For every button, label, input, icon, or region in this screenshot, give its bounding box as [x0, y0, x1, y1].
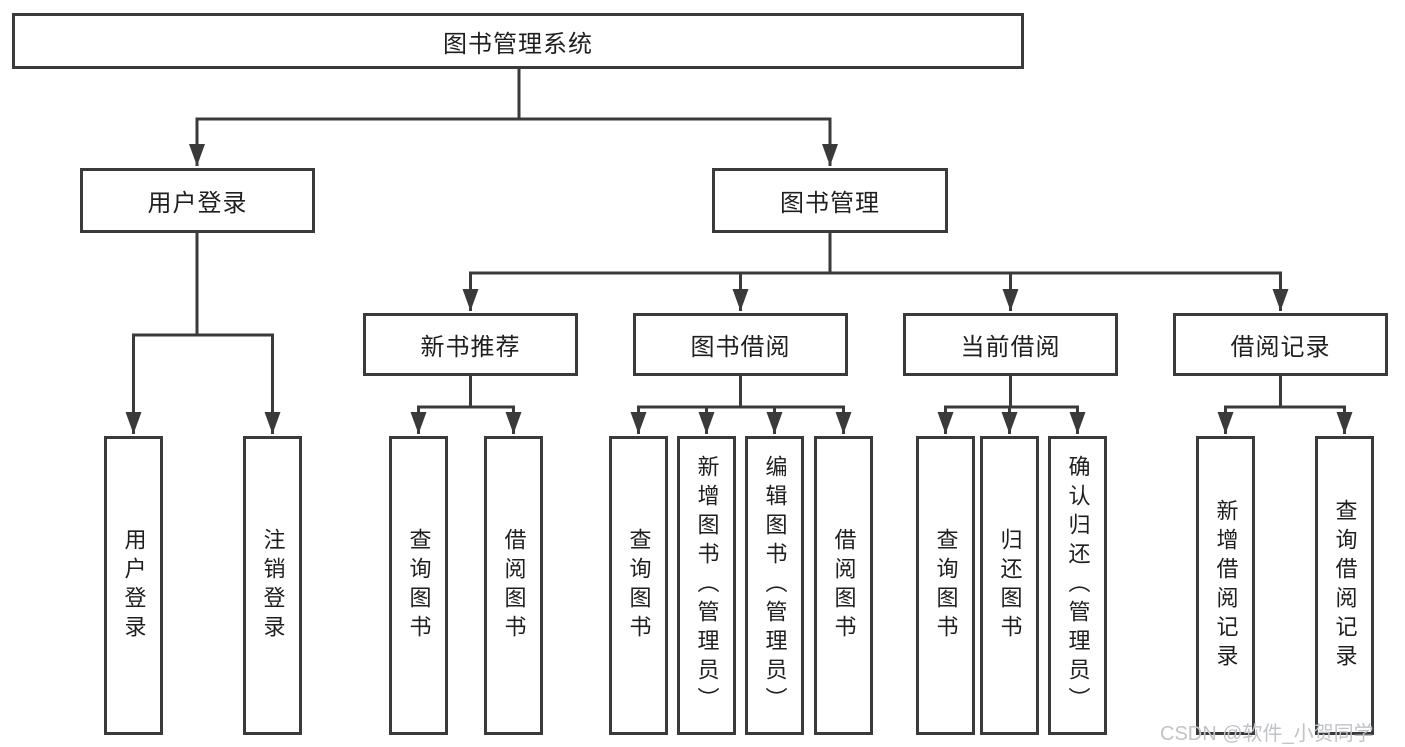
connector-root-to-level2 — [189, 68, 838, 166]
node-user-login-label: 用户登录 — [147, 190, 248, 217]
watermark: CSDN @软件_小贺同学 — [1160, 723, 1374, 745]
node-root-system: 图书管理系统 — [12, 13, 1024, 69]
leaf-current-query: 查询图书 — [916, 436, 975, 735]
node-new-book-recommend-label: 新书推荐 — [420, 334, 521, 361]
leaf-records-query-label: 查询借阅记录 — [1332, 498, 1358, 673]
leaf-newbooks-borrow-label: 借阅图书 — [501, 527, 527, 644]
leaf-records-query: 查询借阅记录 — [1315, 436, 1374, 735]
node-root-system-label: 图书管理系统 — [443, 30, 593, 58]
leaf-borrow-query: 查询图书 — [609, 436, 668, 735]
leaf-borrow-add-admin-label: 新增图书（管理员） — [694, 455, 720, 716]
leaf-user-login-label: 用户登录 — [121, 527, 147, 644]
node-user-login: 用户登录 — [80, 168, 315, 233]
leaf-borrow-add-admin: 新增图书（管理员） — [677, 436, 736, 735]
leaf-logout-label: 注销登录 — [260, 527, 286, 644]
leaf-current-return: 归还图书 — [980, 436, 1039, 735]
leaf-borrow-query-label: 查询图书 — [626, 527, 652, 644]
leaf-current-query-label: 查询图书 — [933, 527, 959, 644]
connector-current-borrow-to-leaves — [937, 376, 1086, 434]
node-borrow-records-label: 借阅记录 — [1230, 334, 1331, 361]
leaf-logout: 注销登录 — [243, 436, 302, 735]
node-book-management: 图书管理 — [712, 168, 948, 233]
leaf-records-add: 新增借阅记录 — [1196, 436, 1255, 735]
connector-book-borrow-to-leaves — [630, 376, 852, 434]
node-borrow-records: 借阅记录 — [1173, 313, 1388, 376]
leaf-current-confirm-admin: 确认归还（管理员） — [1048, 436, 1107, 735]
node-new-book-recommend: 新书推荐 — [363, 313, 578, 376]
leaf-newbooks-borrow: 借阅图书 — [484, 436, 543, 735]
leaf-user-login: 用户登录 — [104, 436, 163, 735]
connector-borrow-records-to-leaves — [1217, 376, 1353, 434]
leaf-borrow-borrow: 借阅图书 — [814, 436, 873, 735]
leaf-borrow-edit-admin: 编辑图书（管理员） — [745, 436, 804, 735]
node-current-borrow: 当前借阅 — [903, 313, 1118, 376]
leaf-records-add-label: 新增借阅记录 — [1213, 498, 1239, 673]
node-current-borrow-label: 当前借阅 — [960, 334, 1061, 361]
leaf-borrow-borrow-label: 借阅图书 — [831, 527, 857, 644]
node-book-borrow-label: 图书借阅 — [690, 334, 791, 361]
leaf-borrow-edit-admin-label: 编辑图书（管理员） — [762, 455, 788, 716]
connector-user-login-to-leaves — [125, 233, 281, 434]
connector-new-books-to-leaves — [410, 376, 522, 434]
connector-book-mgmt-to-level3 — [462, 233, 1289, 311]
leaf-newbooks-query: 查询图书 — [389, 436, 448, 735]
leaf-current-return-label: 归还图书 — [997, 527, 1023, 644]
node-book-borrow: 图书借阅 — [633, 313, 848, 376]
leaf-newbooks-query-label: 查询图书 — [406, 527, 432, 644]
node-book-management-label: 图书管理 — [780, 190, 880, 217]
leaf-current-confirm-admin-label: 确认归还（管理员） — [1065, 455, 1091, 716]
